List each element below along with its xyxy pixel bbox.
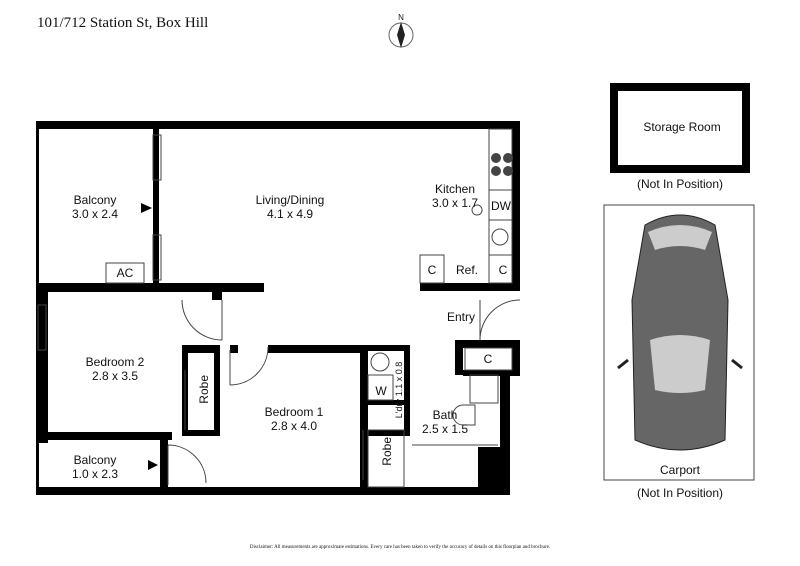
cupboard-label: C (427, 263, 437, 277)
robe-label: Robe (197, 375, 211, 404)
walls (36, 83, 750, 495)
carport-label: Carport (659, 463, 701, 477)
address-title: 101/712 Station St, Box Hill (37, 15, 209, 31)
storage-note: (Not In Position) (636, 177, 724, 191)
ac-label: AC (116, 266, 134, 280)
room-entry: Entry (446, 310, 476, 324)
room-laundry: L'dry 1.1 x 0.8 (394, 362, 404, 419)
car-icon (617, 214, 743, 451)
disclaimer: Disclaimer: All measurements are approxi… (249, 545, 551, 550)
fridge-label: Ref. (455, 263, 479, 277)
robe-label: Robe (380, 437, 394, 466)
compass-label: N (398, 13, 404, 22)
cupboard-label: C (483, 352, 493, 366)
compass-icon (388, 22, 414, 48)
carport-note: (Not In Position) (636, 486, 724, 500)
storage-room-label: Storage Room (643, 120, 721, 134)
washer-label: W (375, 384, 387, 398)
cupboard-label: C (498, 263, 508, 277)
dishwasher-label: DW (491, 199, 511, 213)
